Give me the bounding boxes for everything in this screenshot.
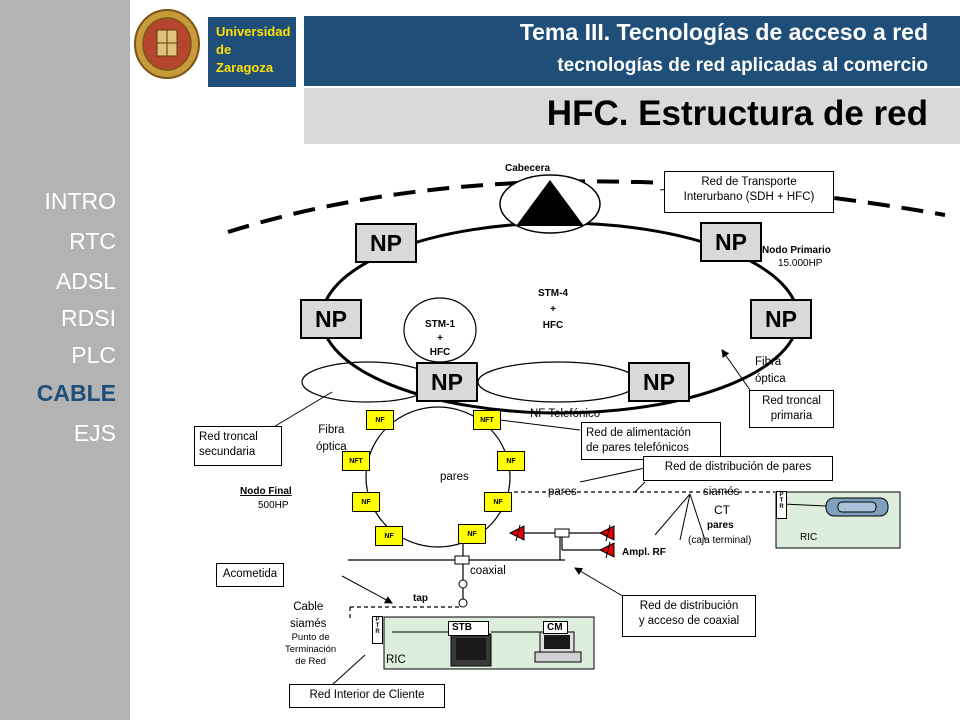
ampl-rf-label: Ampl. RF xyxy=(622,547,666,558)
nft-node: NFT xyxy=(342,451,370,471)
nf-node: NF xyxy=(458,524,486,544)
university-name-line-1: Universidad xyxy=(216,24,291,39)
stm4-label: STM-4+HFC xyxy=(538,288,568,331)
sidebar-item-adsl[interactable]: ADSL xyxy=(55,268,116,294)
headend-label: Cabecera xyxy=(505,163,551,174)
stm1-label: STM-1+HFC xyxy=(425,319,455,358)
primary-node-bottom-right: NP xyxy=(628,362,690,402)
nodo-primario-label: Nodo Primario xyxy=(762,245,831,256)
sidebar: INTRO RTC ADSL RDSI PLC CABLE EJS xyxy=(0,0,130,720)
primary-node-left: NP xyxy=(300,299,362,339)
primary-node-bottom-left: NP xyxy=(416,362,478,402)
nf-node: NF xyxy=(497,451,525,471)
nf-node: NF xyxy=(352,492,380,512)
ric-top-label: RIC xyxy=(800,532,818,543)
pares-line-label: pares xyxy=(548,486,577,498)
nft-node: NFT xyxy=(473,410,501,430)
title-bar: Tema III. Tecnologías de acceso a red xyxy=(304,16,960,50)
main-title-bar: HFC. Estructura de red xyxy=(304,88,960,144)
university-seal-logo xyxy=(134,9,200,79)
siames-label: siamés xyxy=(703,486,740,498)
cm-label: CM xyxy=(543,621,568,634)
tap-label: tap xyxy=(413,593,428,604)
university-name-line-2: de xyxy=(216,42,232,57)
caja-terminal-label: (caja terminal) xyxy=(688,535,752,546)
university-name-panel xyxy=(208,17,296,87)
pares-inner-label: pares xyxy=(440,471,469,483)
primary-node-top-right: NP xyxy=(700,222,762,262)
primary-node-top-left: NP xyxy=(355,223,417,263)
primary-node-right: NP xyxy=(750,299,812,339)
nodo-final-hp: 500HP xyxy=(258,500,289,511)
stb-label: STB xyxy=(448,621,489,636)
nf-telefonico-label: NF Telefónico xyxy=(530,408,601,420)
headend-icon xyxy=(499,174,601,234)
page-subtitle: tecnologías de red aplicadas al comercio xyxy=(557,55,928,76)
ct-label: CT xyxy=(714,503,730,517)
sidebar-item-intro[interactable]: INTRO xyxy=(44,188,116,214)
sidebar-item-rdsi[interactable]: RDSI xyxy=(61,305,116,331)
nf-node: NF xyxy=(484,492,512,512)
sidebar-item-plc[interactable]: PLC xyxy=(71,342,116,368)
nf-node: NF xyxy=(375,526,403,546)
sidebar-item-ejs[interactable]: EJS xyxy=(73,420,116,446)
sidebar-item-cable[interactable]: CABLE xyxy=(36,380,116,406)
ric-bottom-label: RIC xyxy=(386,654,406,666)
red-interior-cliente-callout: Red Interior de Cliente xyxy=(289,684,445,708)
acometida-callout: Acometida xyxy=(216,563,284,587)
slide-heading: HFC. Estructura de red xyxy=(546,94,928,133)
ct-pares-label: pares xyxy=(707,520,734,531)
subtitle-bar: tecnologías de red aplicadas al comercio xyxy=(304,50,960,86)
final-node-ring xyxy=(365,406,511,548)
sidebar-item-rtc[interactable]: RTC xyxy=(69,228,116,254)
nf-node: NF xyxy=(366,410,394,430)
coaxial-label: coaxial xyxy=(470,565,506,577)
university-name-line-3: Zaragoza xyxy=(216,60,274,75)
nodo-primario-hp: 15.000HP xyxy=(778,258,823,269)
transport-network-arc xyxy=(227,179,946,234)
page-title: Tema III. Tecnologías de acceso a red xyxy=(519,19,928,45)
red-distribucion-pares-callout: Red de distribución de pares xyxy=(643,456,833,481)
nodo-final-label: Nodo Final xyxy=(240,486,292,497)
